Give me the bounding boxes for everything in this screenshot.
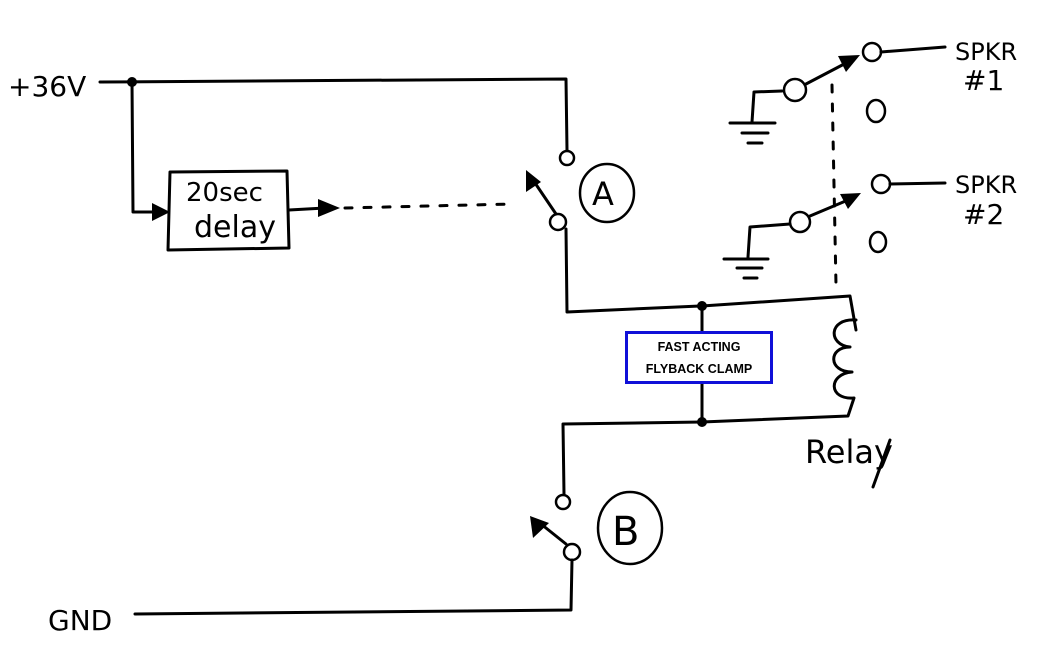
delay-box [166, 169, 340, 252]
relay-label: Relay [805, 433, 893, 471]
clamp-label-line2: FLYBACK CLAMP [645, 361, 753, 376]
delay-label-line2: delay [194, 210, 276, 245]
delay-label-line1: 20sec [186, 178, 263, 208]
switch-a [526, 149, 702, 314]
supply-label: +36V [8, 70, 86, 103]
switch-a-label: A [592, 175, 614, 213]
switch-b [133, 420, 704, 616]
switch-a-circle [578, 162, 636, 224]
speaker1-label-line2: #1 [963, 64, 1004, 97]
switch-b-circle [596, 490, 664, 566]
clamp-label-line1: FAST ACTING [657, 339, 741, 354]
switch-b-label: B [612, 509, 639, 555]
ground-label: GND [48, 604, 112, 637]
speaker2-label-line2: #2 [963, 198, 1004, 231]
relay-label-tail [871, 438, 892, 489]
speaker-switch-1 [728, 41, 947, 145]
speaker1-label-line1: SPKR [955, 38, 1017, 66]
relay-link-dashed [830, 83, 838, 287]
speaker-switch-2 [722, 173, 947, 280]
delay-link-dashed [343, 202, 514, 210]
supply-rail [98, 77, 569, 221]
flyback-clamp-box: FAST ACTING FLYBACK CLAMP [625, 331, 773, 384]
speaker2-label-line1: SPKR [955, 171, 1017, 199]
